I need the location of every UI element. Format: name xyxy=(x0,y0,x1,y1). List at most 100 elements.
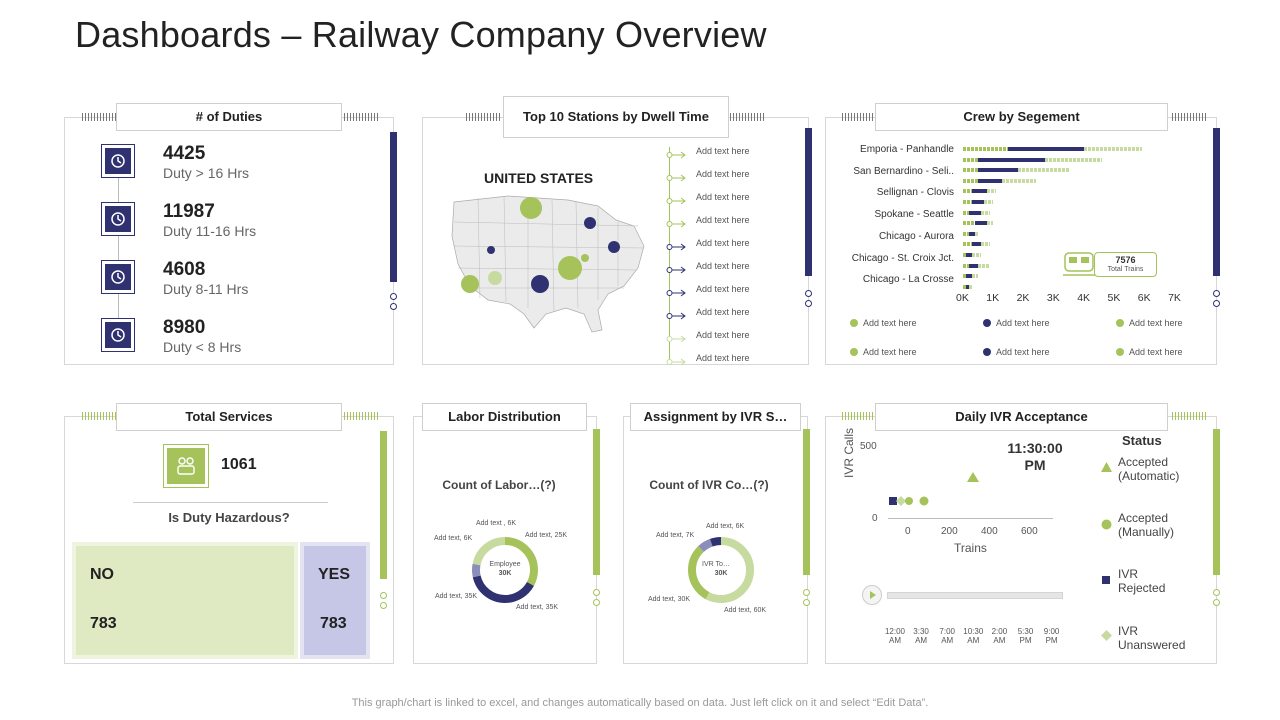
ivr-assign-center-value: 30K xyxy=(714,570,728,577)
arrow-icon xyxy=(666,262,688,280)
daily-ivr-ring-1 xyxy=(1213,589,1220,596)
labor-side-bar xyxy=(593,429,600,575)
station-list-item: Add text here xyxy=(696,284,750,294)
labor-title: Labor Distribution xyxy=(422,403,587,431)
daily-ivr-title: Daily IVR Acceptance xyxy=(875,403,1168,431)
duties-hatch-left xyxy=(82,113,116,121)
crew-bar xyxy=(966,253,973,257)
crew-bar xyxy=(963,221,976,226)
us-map xyxy=(451,195,645,333)
play-button[interactable] xyxy=(862,585,882,605)
crew-bar xyxy=(963,168,979,173)
timeline-slider[interactable] xyxy=(887,592,1063,599)
ivr-assign-slice-label: Add text, 7K xyxy=(656,532,695,539)
crew-bar xyxy=(963,178,979,183)
daily-ivr-hatch-left xyxy=(842,412,876,420)
crew-x-tick: 2K xyxy=(1016,292,1030,304)
daily-ivr-panel xyxy=(825,416,1217,664)
ivr-assign-ring-2 xyxy=(803,599,810,606)
crew-bar xyxy=(1017,168,1070,173)
ivr-assign-side-bar xyxy=(803,429,810,575)
duty-value: 11987 xyxy=(163,201,215,222)
crew-bar xyxy=(978,263,991,268)
crew-x-tick: 6K xyxy=(1137,292,1151,304)
x-tick: 0 xyxy=(905,526,911,537)
crew-bar xyxy=(969,231,976,236)
ivr-assign-donut xyxy=(688,537,754,603)
crew-bar xyxy=(987,221,994,226)
crew-hatch-left xyxy=(842,113,876,121)
status-ivr-rejected: IVR Rejected xyxy=(1118,567,1166,595)
ivr-assign-slice-label: Add text, 30K xyxy=(648,596,691,603)
crew-x-tick: 4K xyxy=(1077,292,1091,304)
crew-bar xyxy=(969,263,979,268)
crew-ring-1 xyxy=(1213,290,1220,297)
station-list-item: Add text here xyxy=(696,261,750,271)
stations-hatch-left xyxy=(466,113,500,121)
crew-x-tick: 0K xyxy=(956,292,969,304)
status-ivr-unanswered: IVR Unanswered xyxy=(1118,624,1186,652)
station-list-item: Add text here xyxy=(696,330,750,340)
duties-ring-2 xyxy=(390,303,397,310)
duty-label: Duty 11-16 Hrs xyxy=(163,223,257,239)
services-hatch-right xyxy=(344,412,378,420)
ivr-assign-slice-label: Add text, 6K xyxy=(706,523,745,530)
square-icon xyxy=(1102,576,1110,584)
crew-x-tick: 7K xyxy=(1168,292,1181,304)
schedule-time-label: 7:00 AM xyxy=(939,627,955,645)
ivr-assign-center-label: IVR To… xyxy=(702,561,730,568)
y-tick: 500 xyxy=(860,441,877,452)
services-ring-1 xyxy=(380,592,387,599)
legend-dot-icon xyxy=(1116,319,1124,327)
arrow-icon xyxy=(666,354,688,372)
total-trains-callout: 7576 Total Trains xyxy=(1094,252,1157,277)
stations-side-bar xyxy=(805,128,812,276)
services-title: Total Services xyxy=(116,403,342,431)
schedule-time-label: 12:00 AM xyxy=(884,627,906,645)
arrow-icon xyxy=(666,193,688,211)
crew-bar xyxy=(972,253,982,257)
duty-value: 4425 xyxy=(163,143,206,164)
crew-bar xyxy=(972,189,988,194)
services-side-bar xyxy=(380,431,387,579)
crew-bar xyxy=(972,274,979,279)
crew-x-tick: 1K xyxy=(986,292,1000,304)
crew-category-label: Sellignan - Clovis xyxy=(876,187,954,199)
station-list-item: Add text here xyxy=(696,192,750,202)
crew-bar xyxy=(978,168,1018,173)
total-trains-value: 7576 xyxy=(1115,255,1136,265)
schedule-time-label: 5:30 PM xyxy=(1017,627,1034,645)
clock-icon xyxy=(101,260,135,294)
arrow-icon xyxy=(666,331,688,349)
services-hatch-left xyxy=(82,412,116,420)
arrow-icon xyxy=(666,239,688,257)
crew-category-label: Emporia - Panhandle xyxy=(860,144,954,155)
circle-icon xyxy=(1101,519,1112,530)
labor-ring-1 xyxy=(593,589,600,596)
crew-category-label: Chicago - La Crosse xyxy=(862,274,954,286)
station-list-item: Add text here xyxy=(696,353,750,363)
crew-bar xyxy=(969,284,973,289)
arrow-icon xyxy=(666,308,688,326)
services-ring-2 xyxy=(380,602,387,609)
crew-legend-item: Add text here xyxy=(983,318,1050,328)
ivr-assign-slice-label: Add text, 60K xyxy=(724,607,767,614)
x-axis-label: Trains xyxy=(954,541,987,555)
duties-ring-1 xyxy=(390,293,397,300)
duties-hatch-right xyxy=(344,113,378,121)
total-trains-label: Total Trains xyxy=(1107,266,1144,273)
crew-category-label: San Bernardino - Seli.. xyxy=(853,165,954,177)
legend-dot-icon xyxy=(1116,348,1124,356)
duties-connector xyxy=(118,178,119,318)
labor-slice-label: Add text, 35K xyxy=(516,604,559,611)
crew-bar xyxy=(978,157,1045,162)
crew-legend-item: Add text here xyxy=(850,347,917,357)
y-tick: 0 xyxy=(872,513,878,524)
crew-bar xyxy=(963,253,967,257)
footer-note: This graph/chart is linked to excel, and… xyxy=(351,697,929,709)
crew-bar xyxy=(963,189,973,194)
crew-bar xyxy=(963,263,970,268)
crew-bar xyxy=(963,200,973,204)
crew-legend-item: Add text here xyxy=(1116,318,1183,328)
daily-ivr-hatch-right xyxy=(1172,412,1206,420)
